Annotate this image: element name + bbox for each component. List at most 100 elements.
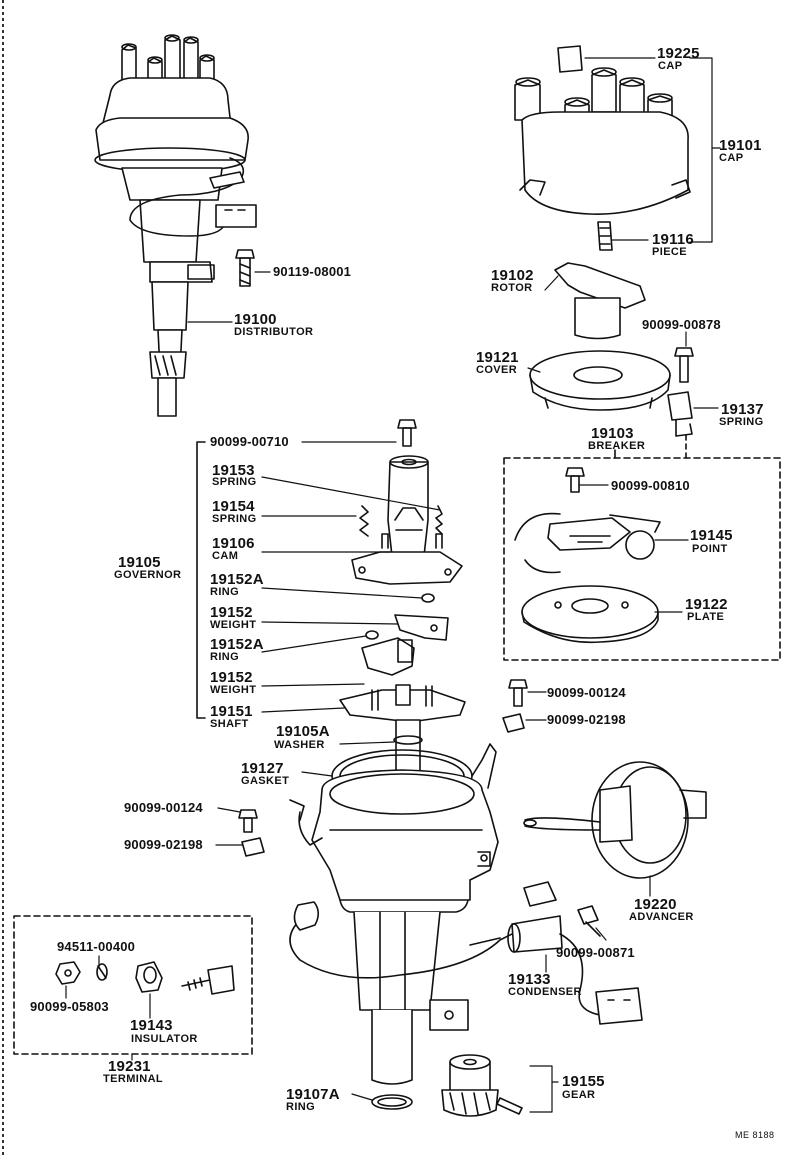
terminal-group-box (13, 915, 253, 1055)
point-19145-drawing (514, 512, 661, 574)
label-19101-number: 19101 (719, 137, 762, 154)
label-19153-name: SPRING (212, 476, 257, 488)
weight-19152-upper-drawing (394, 614, 449, 641)
label-19152A-upper-number: 19152A (210, 571, 264, 588)
label-19220-name: ADVANCER (629, 911, 694, 923)
washer-90099-02198-right-drawing (502, 713, 525, 733)
label-19137-name: SPRING (719, 416, 764, 428)
label-90099-00878-number: 90099-00878 (642, 317, 721, 332)
label-90099-00710-number: 90099-00710 (210, 434, 289, 449)
nut-90099-05803-drawing (55, 961, 81, 985)
bolt-90119-08001-drawing (235, 249, 255, 287)
label-19154-number: 19154 (212, 498, 255, 515)
label-94511-00400-number: 94511-00400 (57, 939, 136, 954)
label-19105A-name: WASHER (274, 739, 325, 751)
cam-19106-drawing (351, 455, 463, 585)
label-19152-lower-number: 19152 (210, 669, 253, 686)
condenser-cable (289, 919, 521, 979)
label-19155-number: 19155 (562, 1073, 605, 1090)
label-19103-name: BREAKER (588, 440, 646, 452)
cap-19225-drawing (557, 45, 583, 73)
label-19152A-lower-number: 19152A (210, 636, 264, 653)
label-19102-name: ROTOR (491, 282, 533, 294)
label-19145-name: POINT (692, 543, 728, 555)
label-19231-number: 19231 (108, 1058, 151, 1075)
washer-19105A-drawing (393, 735, 423, 745)
label-19102-number: 19102 (491, 267, 534, 284)
label-19106-name: CAM (212, 550, 239, 562)
label-90099-00124-right-number: 90099-00124 (547, 685, 626, 700)
cap-19101-drawing (514, 67, 691, 215)
label-19153-number: 19153 (212, 462, 255, 479)
label-90099-02198-right-number: 90099-02198 (547, 712, 626, 727)
leader-lines (65, 57, 721, 1113)
label-19225-name: CAP (658, 60, 683, 72)
label-19154-name: SPRING (212, 513, 257, 525)
label-19103-number: 19103 (591, 425, 634, 442)
washer-90099-02198-left-drawing (241, 837, 265, 857)
advancer-19220-drawing (523, 761, 707, 879)
label-19133-number: 19133 (508, 971, 551, 988)
cover-19121-drawing (529, 350, 671, 411)
plate-19122-drawing (521, 585, 659, 644)
label-19151-name: SHAFT (210, 718, 249, 730)
label-19122-number: 19122 (685, 596, 728, 613)
piece-19116-drawing (597, 221, 613, 251)
condenser-19133-drawing (469, 881, 643, 1025)
label-19127-name: GASKET (241, 775, 290, 787)
washer-94511-00400-drawing (96, 963, 108, 981)
assembled-distributor-drawing (94, 34, 257, 417)
ring-19152A-lower-drawing (365, 630, 379, 640)
label-19121-number: 19121 (476, 349, 519, 366)
label-19145-number: 19145 (690, 527, 733, 544)
label-90099-00871-number: 90099-00871 (556, 945, 635, 960)
label-19116-number: 19116 (652, 231, 694, 248)
label-19100-number: 19100 (234, 311, 277, 328)
screw-90099-00710-drawing (397, 419, 417, 447)
ring-19107A-drawing (371, 1094, 413, 1110)
label-19151-number: 19151 (210, 703, 253, 720)
ring-19152A-upper-drawing (421, 593, 435, 603)
label-19152-lower-name: WEIGHT (210, 684, 257, 696)
springs-19153-19154-drawing (359, 505, 443, 537)
housing-drawing (289, 769, 499, 1085)
rotor-19102-drawing (554, 262, 646, 340)
label-19105A-number: 19105A (276, 723, 330, 740)
label-19152-upper-number: 19152 (210, 604, 253, 621)
label-19105-number: 19105 (118, 554, 161, 571)
label-19225-number: 19225 (657, 45, 700, 62)
label-19105-name: GOVERNOR (114, 569, 182, 581)
label-90099-00810-number: 90099-00810 (611, 478, 690, 493)
label-19133-name: CONDENSER (508, 986, 582, 998)
gear-19155-drawing (441, 1054, 523, 1117)
breaker-group-box (503, 457, 781, 661)
label-19143-name: INSULATOR (131, 1033, 198, 1045)
label-19121-name: COVER (476, 364, 518, 376)
label-19100-name: DISTRIBUTOR (234, 326, 314, 338)
screw-90099-00878-drawing (674, 347, 694, 383)
label-19107A-name: RING (286, 1101, 316, 1113)
screw-90099-00124-left-drawing (238, 809, 258, 833)
label-19152A-lower-name: RING (210, 651, 240, 663)
spring-19137-drawing (667, 391, 693, 437)
label-19107A-number: 19107A (286, 1086, 340, 1103)
screw-90099-00871-drawing (577, 905, 601, 937)
label-19106-number: 19106 (212, 535, 255, 552)
terminal-bolt-drawing (181, 965, 235, 995)
label-19101-name: CAP (719, 152, 744, 164)
label-19127-number: 19127 (241, 760, 284, 777)
label-90099-02198-left-number: 90099-02198 (124, 837, 203, 852)
label-19152-upper-name: WEIGHT (210, 619, 257, 631)
screw-90099-00810-drawing (565, 467, 585, 493)
label-90099-05803-number: 90099-05803 (30, 999, 109, 1014)
governor-bracket (196, 441, 206, 719)
label-19152A-upper-name: RING (210, 586, 240, 598)
label-19220-number: 19220 (634, 896, 677, 913)
label-19231-name: TERMINAL (103, 1073, 164, 1085)
label-19143-number: 19143 (130, 1017, 173, 1034)
insulator-19143-drawing (135, 961, 163, 993)
label-19122-name: PLATE (687, 611, 725, 623)
label-19116-name: PIECE (652, 246, 688, 258)
weight-19152-lower-drawing (361, 637, 415, 676)
